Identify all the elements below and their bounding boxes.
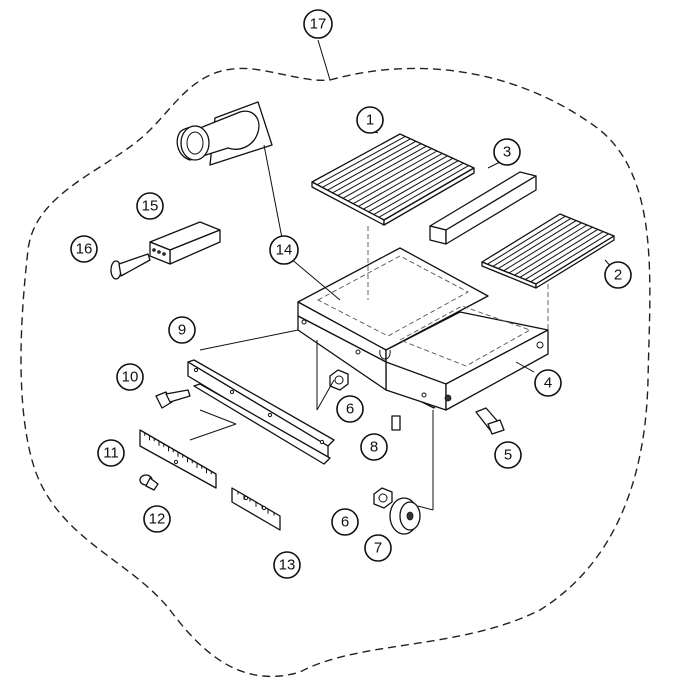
part-13-scale-ruler bbox=[231, 487, 281, 531]
part-7-wheel bbox=[389, 497, 421, 535]
callout-17: 17 bbox=[303, 9, 333, 39]
part-12-screw bbox=[139, 474, 159, 491]
svg-text:10: 10 bbox=[122, 369, 139, 386]
callout-6-upper: 6 bbox=[336, 395, 364, 423]
svg-text:6: 6 bbox=[341, 514, 349, 531]
part-14-rolled-sheet bbox=[176, 101, 273, 166]
svg-text:2: 2 bbox=[614, 267, 622, 284]
part-16-screw bbox=[110, 253, 151, 280]
svg-text:11: 11 bbox=[103, 445, 119, 462]
callout-13: 13 bbox=[273, 551, 301, 579]
part-6-nut-lower bbox=[373, 487, 393, 509]
part-6-nut-upper bbox=[329, 369, 349, 391]
callout-16: 16 bbox=[70, 235, 98, 263]
part-3-rail-bar bbox=[429, 171, 537, 245]
callout-2: 2 bbox=[604, 261, 632, 289]
callout-14: 14 bbox=[269, 235, 299, 265]
callout-10: 10 bbox=[116, 363, 144, 391]
part-8-set-screw bbox=[391, 415, 401, 431]
svg-text:12: 12 bbox=[149, 511, 166, 528]
callout-4: 4 bbox=[534, 369, 562, 397]
svg-text:13: 13 bbox=[279, 557, 296, 574]
part-15-block bbox=[149, 221, 221, 265]
callout-9: 9 bbox=[168, 316, 196, 344]
callout-5: 5 bbox=[494, 441, 522, 469]
part-11-scale-ruler bbox=[139, 429, 217, 489]
svg-text:15: 15 bbox=[142, 198, 159, 215]
svg-text:1: 1 bbox=[366, 112, 374, 129]
callout-15: 15 bbox=[136, 192, 164, 220]
svg-text:8: 8 bbox=[370, 439, 378, 456]
svg-text:7: 7 bbox=[374, 540, 382, 557]
callout-8: 8 bbox=[360, 433, 388, 461]
part-2-grooved-plate bbox=[481, 213, 615, 289]
part-1-grooved-plate bbox=[311, 133, 475, 226]
svg-text:6: 6 bbox=[346, 401, 354, 418]
part-10-bolt bbox=[155, 389, 191, 409]
callout-3: 3 bbox=[493, 138, 521, 166]
callout-7: 7 bbox=[364, 534, 392, 562]
svg-text:17: 17 bbox=[310, 16, 327, 33]
callout-6-lower: 6 bbox=[331, 508, 359, 536]
svg-text:16: 16 bbox=[76, 241, 93, 258]
callout-12: 12 bbox=[143, 505, 171, 533]
svg-text:14: 14 bbox=[276, 242, 293, 259]
main-table-body bbox=[297, 247, 549, 411]
svg-text:3: 3 bbox=[503, 144, 511, 161]
svg-text:9: 9 bbox=[178, 322, 186, 339]
callout-1: 1 bbox=[356, 106, 384, 134]
part-5-bolt bbox=[475, 407, 505, 435]
part-9-slotted-rail bbox=[187, 359, 335, 465]
svg-text:4: 4 bbox=[544, 375, 552, 392]
callout-11: 11 bbox=[97, 439, 125, 467]
assembly-boundary-outline bbox=[20, 67, 651, 678]
svg-text:5: 5 bbox=[504, 447, 512, 464]
